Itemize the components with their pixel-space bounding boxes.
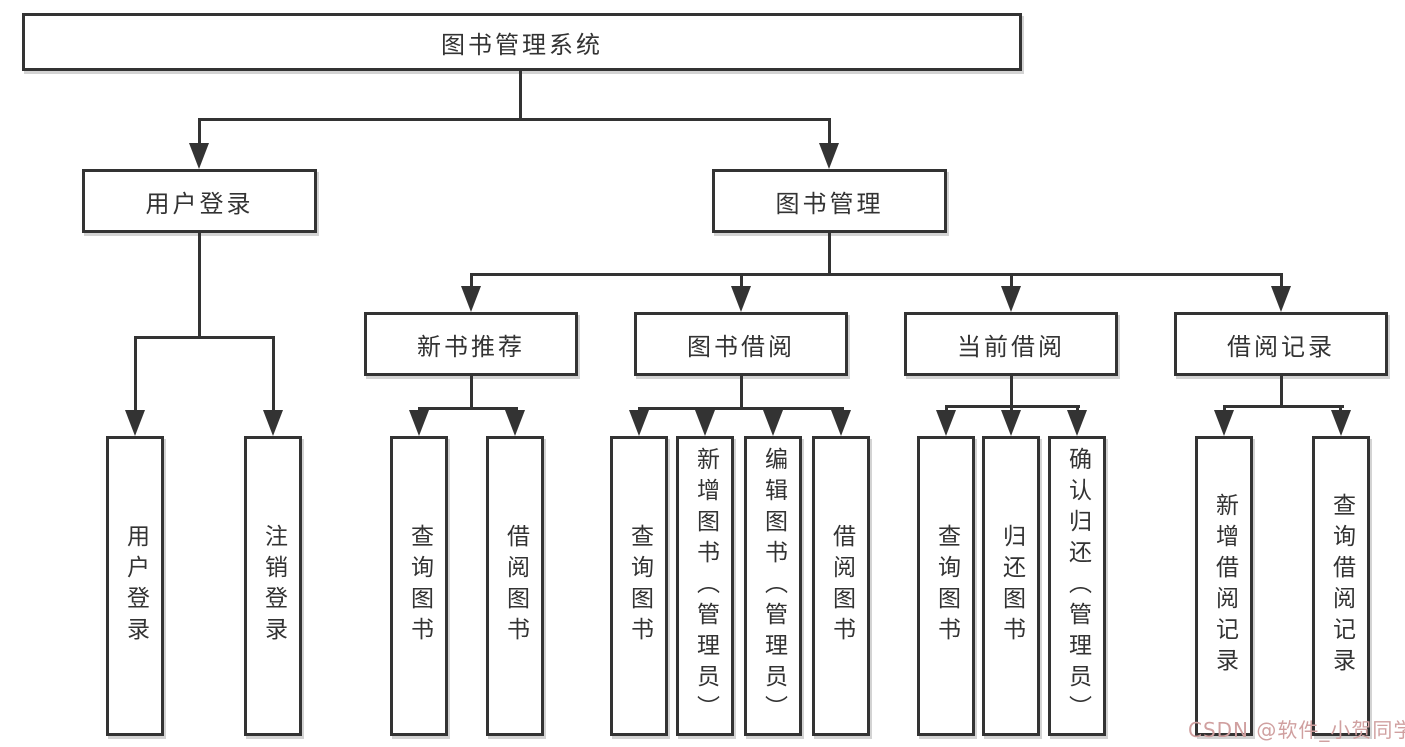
connector-bookmgmt-stem	[828, 233, 831, 276]
arrowhead-to-current-borrow	[1001, 286, 1021, 312]
arrowhead-to-leaf-nb-query	[409, 410, 429, 436]
leaf-nb-borrow-books: 借阅图书	[486, 436, 544, 736]
arrowhead-to-leaf-bb-borrow	[831, 410, 851, 436]
leaf-br-add-record: 新增借阅记录	[1195, 436, 1253, 736]
connector-bookmgmt-bar	[470, 273, 1281, 276]
leaf-cb-query-books: 查询图书	[917, 436, 975, 736]
connector-bookborrow-stem	[740, 376, 743, 410]
leaf-bb-edit-books-admin-label: 编辑图书（管理员）	[760, 446, 787, 726]
connector-root-stem	[519, 70, 522, 118]
arrowhead-to-leaf-bb-query	[629, 410, 649, 436]
arrowhead-to-new-book-recommend	[461, 286, 481, 312]
connector-bookborrow-bar	[638, 407, 844, 410]
leaf-br-query-record-label: 查询借阅记录	[1328, 493, 1355, 679]
node-new-book-recommend: 新书推荐	[364, 312, 578, 376]
arrowhead-to-leaf-cb-query	[936, 410, 956, 436]
leaf-cb-return-books-label: 归还图书	[998, 524, 1025, 648]
arrowhead-to-leaf-logout	[263, 410, 283, 436]
connector-to-newbooks	[470, 273, 473, 290]
arrowhead-to-book-management	[819, 143, 839, 169]
leaf-user-login: 用户登录	[106, 436, 164, 736]
leaf-bb-add-books-admin-label: 新增图书（管理员）	[692, 446, 719, 726]
node-current-borrow-label: 当前借阅	[957, 332, 1065, 361]
arrowhead-to-book-borrow	[731, 286, 751, 312]
arrowhead-to-leaf-user-login	[125, 410, 145, 436]
connector-newbooks-bar	[418, 407, 518, 410]
connector-login-stem	[198, 233, 201, 339]
leaf-cb-return-books: 归还图书	[982, 436, 1040, 736]
node-user-login-label: 用户登录	[145, 189, 254, 218]
arrowhead-to-leaf-br-add	[1214, 410, 1234, 436]
leaf-nb-query-books: 查询图书	[390, 436, 448, 736]
arrowhead-to-leaf-bb-add	[695, 410, 715, 436]
connector-to-bookborrow	[740, 273, 743, 290]
arrowhead-to-leaf-cb-confirm	[1067, 410, 1087, 436]
connector-root-bar	[198, 118, 831, 121]
arrowhead-to-leaf-br-query	[1331, 410, 1351, 436]
leaf-cb-query-books-label: 查询图书	[933, 524, 960, 648]
leaf-cb-confirm-return-admin-label: 确认归还（管理员）	[1064, 446, 1091, 726]
leaf-bb-query-books-label: 查询图书	[626, 524, 653, 648]
leaf-bb-query-books: 查询图书	[610, 436, 668, 736]
connector-root-to-bookmgmt	[828, 118, 831, 146]
connector-borrowrecords-stem	[1280, 376, 1283, 408]
leaf-cb-confirm-return-admin: 确认归还（管理员）	[1048, 436, 1106, 736]
node-book-management-label: 图书管理	[775, 189, 884, 218]
arrowhead-to-leaf-nb-borrow	[505, 410, 525, 436]
node-book-management: 图书管理	[712, 169, 947, 233]
leaf-user-login-label: 用户登录	[122, 524, 149, 648]
connector-currentborrow-stem	[1010, 376, 1013, 408]
connector-login-bar	[134, 336, 275, 339]
node-book-borrow-label: 图书借阅	[687, 332, 795, 361]
leaf-bb-borrow-books-label: 借阅图书	[828, 524, 855, 648]
leaf-logout-login: 注销登录	[244, 436, 302, 736]
leaf-nb-query-books-label: 查询图书	[406, 524, 433, 648]
leaf-nb-borrow-books-label: 借阅图书	[502, 524, 529, 648]
connector-login-to-userlogin	[134, 336, 137, 416]
arrowhead-to-borrow-records	[1271, 286, 1291, 312]
node-root-library-management-system: 图书管理系统	[22, 13, 1022, 71]
node-current-borrow: 当前借阅	[904, 312, 1118, 376]
leaf-br-add-record-label: 新增借阅记录	[1211, 493, 1238, 679]
arrowhead-to-leaf-cb-return	[1001, 410, 1021, 436]
node-root-label: 图书管理系统	[441, 30, 603, 59]
leaf-bb-borrow-books: 借阅图书	[812, 436, 870, 736]
connector-newbooks-stem	[470, 376, 473, 410]
node-new-book-recommend-label: 新书推荐	[417, 332, 525, 361]
arrowhead-to-user-login	[189, 143, 209, 169]
connector-login-to-logout	[272, 336, 275, 416]
csdn-watermark: CSDN @软件_小贺同学	[1188, 718, 1405, 742]
node-user-login: 用户登录	[82, 169, 317, 233]
connector-borrowrecords-bar	[1223, 405, 1344, 408]
arrowhead-to-leaf-bb-edit	[763, 410, 783, 436]
connector-root-to-login	[198, 118, 201, 146]
leaf-br-query-record: 查询借阅记录	[1312, 436, 1370, 736]
leaf-bb-edit-books-admin: 编辑图书（管理员）	[744, 436, 802, 736]
node-borrow-records-label: 借阅记录	[1227, 332, 1335, 361]
connector-to-borrowrecords	[1280, 273, 1283, 290]
leaf-bb-add-books-admin: 新增图书（管理员）	[676, 436, 734, 736]
node-book-borrow: 图书借阅	[634, 312, 848, 376]
connector-to-currentborrow	[1010, 273, 1013, 290]
leaf-logout-login-label: 注销登录	[260, 524, 287, 648]
node-borrow-records: 借阅记录	[1174, 312, 1388, 376]
